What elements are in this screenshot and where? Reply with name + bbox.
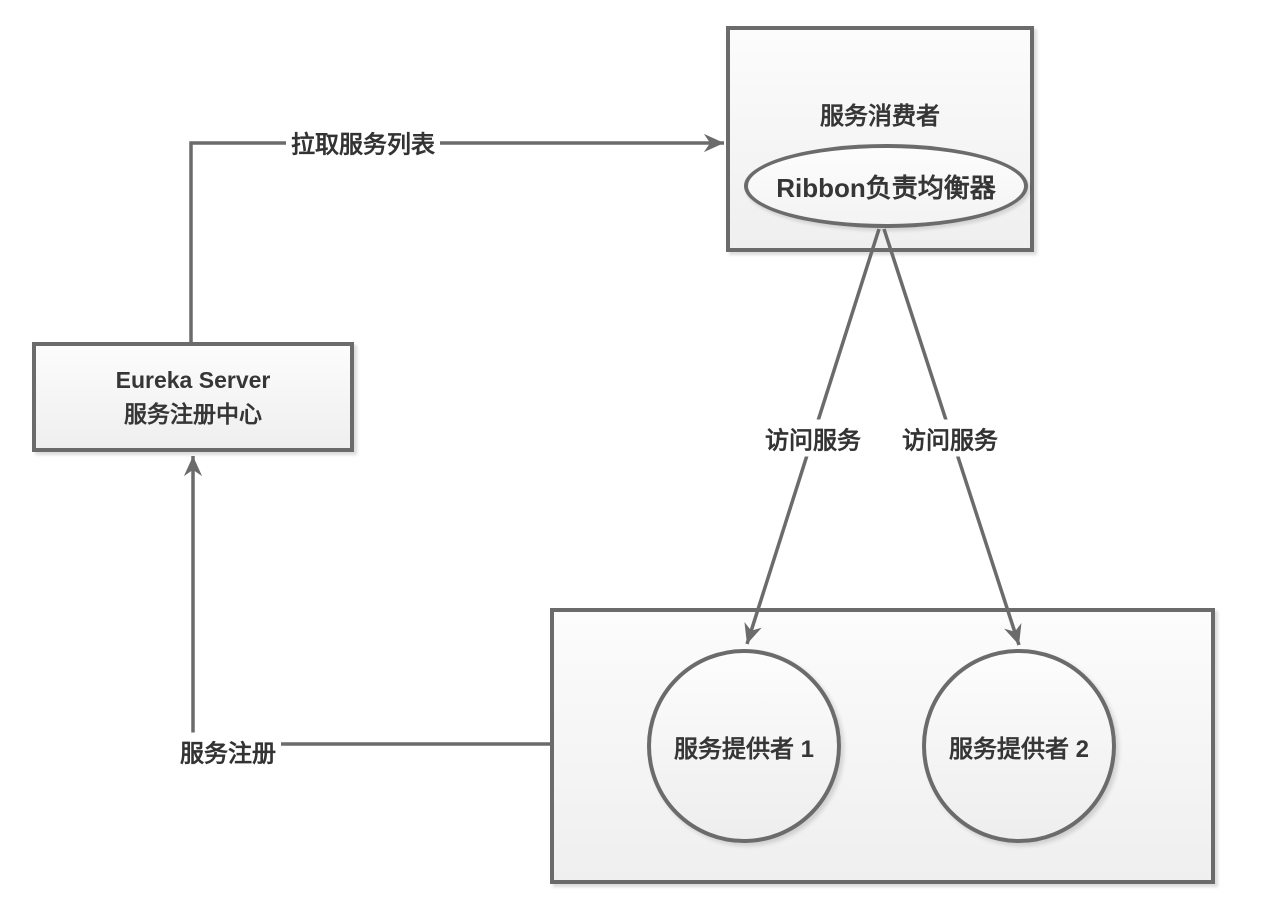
provider-2-label: 服务提供者 2 bbox=[948, 735, 1089, 763]
service-consumer-title: 服务消费者 bbox=[820, 103, 940, 130]
edge-label-pull-service-list: 拉取服务列表 bbox=[286, 123, 440, 161]
edge-label-service-register: 服务注册 bbox=[175, 732, 281, 770]
provider-2-circle: 服务提供者 2 bbox=[922, 649, 1116, 843]
ribbon-load-balancer-label: Ribbon负责均衡器 bbox=[776, 172, 996, 203]
edge-label-access-service-left: 访问服务 bbox=[760, 419, 866, 457]
eureka-server-title-en: Eureka Server bbox=[115, 367, 271, 393]
provider-1-circle: 服务提供者 1 bbox=[647, 649, 841, 843]
connector-service-register bbox=[183, 456, 550, 746]
eureka-server-box: Eureka Server 服务注册中心 bbox=[32, 342, 354, 452]
edge-label-access-service-right: 访问服务 bbox=[897, 419, 1003, 457]
ribbon-load-balancer-ellipse: Ribbon负责均衡器 bbox=[744, 144, 1028, 228]
connector-pull-service-list bbox=[189, 133, 724, 342]
providers-group-box: 服务提供者 1 服务提供者 2 bbox=[550, 608, 1215, 884]
provider-1-label: 服务提供者 1 bbox=[673, 735, 814, 763]
eureka-server-title-zh: 服务注册中心 bbox=[124, 401, 262, 427]
service-consumer-box: 服务消费者 Ribbon负责均衡器 bbox=[726, 26, 1034, 252]
